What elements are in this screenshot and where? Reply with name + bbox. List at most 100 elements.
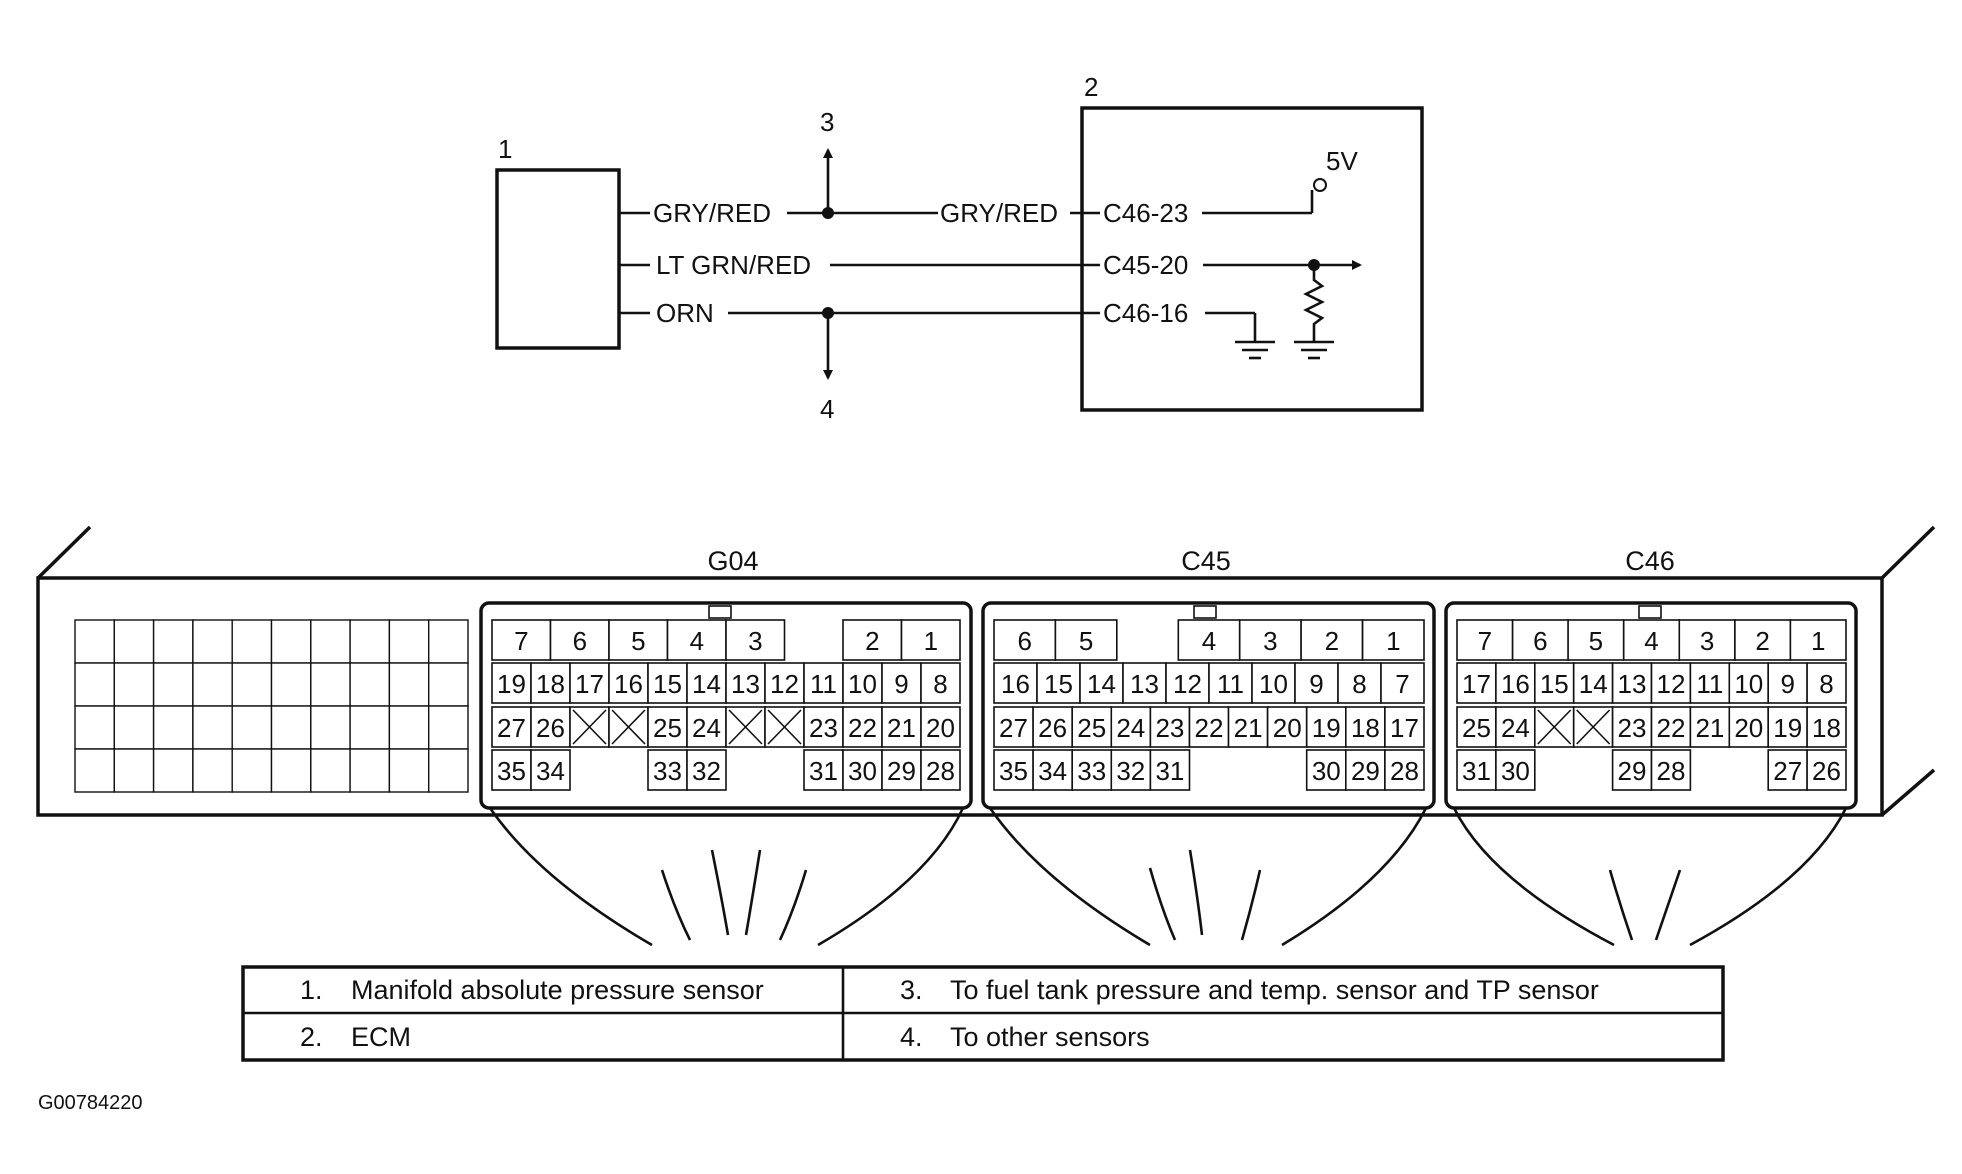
pin-number: 7 xyxy=(1395,669,1409,699)
pin-cell xyxy=(1678,619,1736,661)
wire2-label: LT GRN/RED xyxy=(656,250,811,280)
pin-number: 27 xyxy=(497,713,526,743)
pin-cell xyxy=(1456,662,1497,704)
branch-label-3: 3 xyxy=(820,107,834,137)
pin-cell xyxy=(530,662,571,704)
pin-cell xyxy=(1650,749,1692,791)
pin-number: 10 xyxy=(1734,669,1763,699)
pin-number: 26 xyxy=(1038,713,1067,743)
pin-cell xyxy=(1380,662,1425,704)
pin-number: 24 xyxy=(1116,713,1145,743)
pin-number: 34 xyxy=(1038,756,1067,786)
pin-number: 3 xyxy=(1700,626,1714,656)
pin-number: 3 xyxy=(1263,626,1277,656)
pin-number: 19 xyxy=(497,669,526,699)
pin-number: 27 xyxy=(1773,756,1802,786)
pin-number: 29 xyxy=(1618,756,1647,786)
pin-cell xyxy=(803,749,844,791)
ground-icon xyxy=(1235,340,1275,360)
pin-number: 7 xyxy=(1478,626,1492,656)
pin-number: 24 xyxy=(692,713,721,743)
pin-cell xyxy=(920,662,961,704)
pin-number: 31 xyxy=(809,756,838,786)
pin-cell xyxy=(530,706,571,748)
supply-voltage: 5V xyxy=(1326,146,1358,176)
pin-number: 23 xyxy=(1155,713,1184,743)
pin-number: 22 xyxy=(848,713,877,743)
pin-cell xyxy=(1149,706,1191,748)
pin-number: 14 xyxy=(1087,669,1116,699)
pin-number: 30 xyxy=(1312,756,1341,786)
pin-number: 13 xyxy=(1618,669,1647,699)
pin-cell xyxy=(1110,706,1152,748)
pin-number: 2 xyxy=(865,626,879,656)
pin-cell xyxy=(725,619,786,661)
pin-number: 9 xyxy=(894,669,908,699)
pin-number: 14 xyxy=(1579,669,1608,699)
ecm-pin-c46-23: C46-23 xyxy=(1103,198,1188,228)
pin-number: 19 xyxy=(1312,713,1341,743)
pin-number: 18 xyxy=(536,669,565,699)
legend-table: 1. Manifold absolute pressure sensor 3. … xyxy=(241,965,1725,1062)
connector-frame-c46 xyxy=(1444,601,1858,810)
pin-cell xyxy=(1622,619,1681,661)
pin-cell xyxy=(725,662,766,704)
pin-cell xyxy=(1767,662,1808,704)
connector-name-c45: C45 xyxy=(1181,546,1231,576)
ecm-pin-c46-16: C46-16 xyxy=(1103,298,1188,328)
pin-number: 8 xyxy=(1352,669,1366,699)
pin-number: 15 xyxy=(1540,669,1569,699)
pin-cell xyxy=(647,662,688,704)
pin-cell xyxy=(900,619,961,661)
pin-number: 17 xyxy=(1390,713,1419,743)
pin-number: 6 xyxy=(1533,626,1547,656)
pin-cell xyxy=(1806,749,1847,791)
pin-cell xyxy=(993,749,1034,791)
pin-number: 16 xyxy=(1001,669,1030,699)
pin-cell xyxy=(1188,706,1230,748)
pin-number: 21 xyxy=(887,713,916,743)
pin-number: 23 xyxy=(809,713,838,743)
pin-number: 6 xyxy=(1017,626,1031,656)
pin-cell xyxy=(1789,619,1847,661)
pin-number: 26 xyxy=(536,713,565,743)
pin-number: 21 xyxy=(1234,713,1263,743)
pin-number: 32 xyxy=(1116,756,1145,786)
pin-number: 24 xyxy=(1501,713,1530,743)
map-sensor-box xyxy=(495,168,621,350)
pin-cell xyxy=(1495,706,1536,748)
pin-cell xyxy=(1767,749,1808,791)
legend-num-3: 3. xyxy=(900,975,923,1005)
pin-cell xyxy=(1456,706,1497,748)
pin-number: 30 xyxy=(848,756,877,786)
ecm-box xyxy=(1080,106,1424,412)
pin-cell xyxy=(920,706,961,748)
pin-number: 12 xyxy=(1657,669,1686,699)
pin-number: 22 xyxy=(1195,713,1224,743)
pin-number: 5 xyxy=(1589,626,1603,656)
pin-number: 35 xyxy=(999,756,1028,786)
pin-cell xyxy=(1305,706,1347,748)
pin-number: 16 xyxy=(1501,669,1530,699)
pin-cell xyxy=(1734,619,1792,661)
pin-number: 11 xyxy=(810,669,837,699)
pin-cell xyxy=(803,706,844,748)
wire1-left-label: GRY/RED xyxy=(653,198,771,228)
pin-number: 35 xyxy=(497,756,526,786)
5v-supply-terminal xyxy=(1313,178,1327,192)
pin-number: 23 xyxy=(1618,713,1647,743)
pin-cell xyxy=(1149,749,1191,791)
pin-number: 20 xyxy=(1273,713,1302,743)
pin-number: 8 xyxy=(933,669,947,699)
pin-number: 18 xyxy=(1351,713,1380,743)
schematic: 1 2 GRY/RED 3 GRY/RED C46-23 5V LT GRN/R… xyxy=(495,72,1424,424)
pin-number: 34 xyxy=(536,756,565,786)
pin-cell xyxy=(1036,662,1081,704)
pin-number: 25 xyxy=(1077,713,1106,743)
ground-icon xyxy=(1294,340,1334,360)
pin-cell xyxy=(1071,706,1113,748)
pin-cell xyxy=(530,749,571,791)
